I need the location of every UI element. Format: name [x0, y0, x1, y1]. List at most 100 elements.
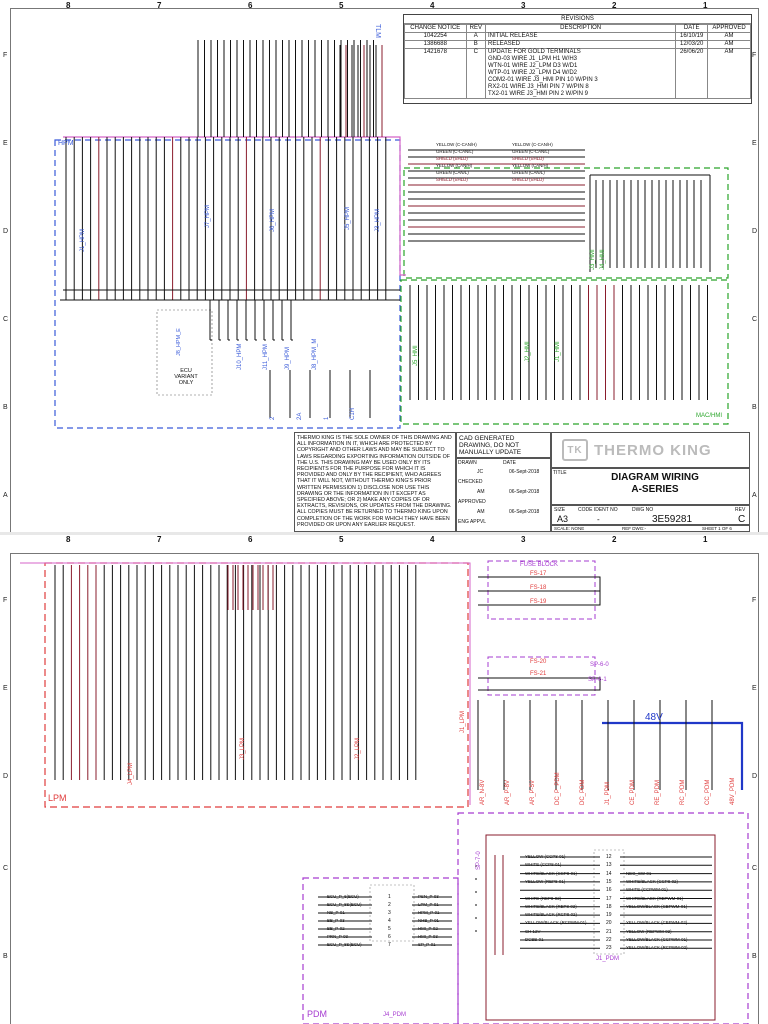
- row-marker: C: [752, 316, 758, 323]
- dwg-cell: SIZE A3 CODE IDENT NO - DWG NO 3E59281 R…: [551, 505, 750, 525]
- j1-wire-left: CH 12V: [525, 928, 541, 934]
- bus-wire-label: SHIELD (SHLD): [512, 177, 544, 182]
- j1-wire-right: WHITE/BLACK (CCP8-02): [626, 878, 678, 884]
- mac-upper-region-outline: [403, 167, 729, 279]
- rev-cell: 16/10/19: [675, 32, 709, 41]
- j4-pin: 5: [388, 926, 391, 932]
- j4-wire-right: NHB_P-01: [418, 918, 439, 923]
- j4-pin: 7: [388, 942, 391, 948]
- zone-marker: 6: [248, 1, 253, 10]
- j1-pin: 16: [606, 887, 612, 894]
- j4-pin: 4: [388, 918, 391, 924]
- row-marker: D: [752, 228, 758, 235]
- lpm-region-outline: [44, 562, 469, 808]
- hpm-label: HPM: [58, 140, 74, 147]
- logo-cell: [551, 432, 750, 468]
- lpm-connector-label: J4_LPM: [128, 762, 134, 785]
- lpm-connector-label: J3_LPM: [240, 737, 246, 760]
- j1-wire-left: WHITE/BLACK (REP8-02): [525, 903, 577, 909]
- rev-header: DATE: [675, 24, 709, 33]
- j1-pin: 23: [606, 945, 612, 952]
- sheet-number: SHEET 1 OF 6: [702, 526, 732, 531]
- rev-cell: INITIAL RELEASE: [484, 32, 677, 41]
- lpm-label: LPM: [48, 793, 67, 803]
- j4-pin: 3: [388, 910, 391, 916]
- pdm-region-outline: [457, 812, 749, 1024]
- j1-pin: 13: [606, 862, 612, 869]
- j1-pin: 22: [606, 937, 612, 943]
- j4-pin: 6: [388, 934, 391, 940]
- j1-wire-left: WHITE/BLACK (CCP8-01): [525, 870, 577, 876]
- hpm-connector-label: J11_HPM: [263, 344, 269, 370]
- j4-wire-right: SP_P-01: [418, 942, 436, 947]
- row-marker: B: [752, 953, 757, 960]
- aux-connector-label: DC_P_PDM: [555, 772, 561, 805]
- j4-wire-left: ECU_P_6(ECU): [327, 894, 359, 899]
- row-marker: D: [3, 228, 9, 235]
- eng-appvl-label: ENG APPVL: [458, 519, 487, 525]
- j1-pin: 20: [606, 920, 612, 927]
- bus-wire-label: YELLOW (CAN/H): [436, 163, 473, 168]
- j4-wire-right: HMI_P-03: [418, 934, 438, 939]
- hpm-connector-label: J3_HPM: [375, 208, 381, 232]
- approved-date: 06-Sept-2018: [509, 509, 540, 515]
- rev-cell: RELEASED: [484, 40, 677, 49]
- row-marker: F: [3, 597, 8, 604]
- j1-wire-left: WHITE (REP8-02): [525, 895, 562, 901]
- bus-wire-label: SHIELD (SHLD): [512, 156, 544, 161]
- code-label: CODE IDENT NO: [578, 507, 618, 513]
- hpm-connector-label: J9_HPM: [285, 346, 291, 370]
- row-marker: D: [3, 773, 9, 780]
- hpm-connector-label: 2: [270, 416, 276, 420]
- row-marker: F: [752, 52, 757, 59]
- hpm-connector-label: J8_HPM_M: [312, 338, 318, 370]
- drawing-title-line1: DIAGRAM WIRING: [611, 472, 699, 483]
- rev-cell: 1386688: [404, 40, 467, 49]
- j1-wire-left: DCBB-01: [525, 937, 544, 942]
- j1-wire-left: WHITE/BLACK (RCP8-02): [525, 912, 577, 918]
- row-marker: B: [3, 404, 8, 411]
- rev-cell: 1421678: [404, 48, 467, 99]
- approvals-block: DRAWN DATE JC 06-Sept-2018 CHECKED AM 06…: [456, 458, 551, 532]
- rev-header: REV: [465, 24, 487, 33]
- j1-pin: 12: [606, 854, 612, 860]
- bus-wire-label: YELLOW (C-CAN/H): [436, 142, 477, 147]
- rev-cell: AM: [707, 40, 751, 49]
- dwg-label: DWG NO: [632, 507, 654, 513]
- tlm-label: TLM: [374, 24, 381, 38]
- zone-marker: 8: [66, 535, 71, 544]
- pdm-lower-outline: [302, 877, 459, 1024]
- j1-pin: 15: [606, 878, 612, 885]
- row-marker: B: [752, 404, 757, 411]
- row-marker: A: [752, 492, 757, 499]
- j1-wire-left: YELLOW (REP8-01): [525, 878, 566, 884]
- hmi-connector-label: J3_HMI: [590, 249, 596, 270]
- splice-label: SP-6-1: [588, 677, 607, 683]
- sheet-separator: [0, 532, 768, 535]
- bus-wire-label: GREEN (CAN/L): [512, 170, 545, 175]
- title-label: TITLE: [553, 470, 567, 476]
- v48-bus: [602, 721, 744, 790]
- logo-text: THERMO KING: [594, 441, 712, 459]
- approved-label: APPROVED: [458, 499, 486, 505]
- hpm-connector-label: 1: [324, 416, 330, 420]
- checked-by: AM: [477, 489, 485, 495]
- ecu-variant-label: ECU VARIANT ONLY: [174, 368, 198, 386]
- j4-wire-right: HPM_P-01: [418, 910, 440, 915]
- splice-label: SP-7-0: [476, 851, 482, 870]
- j4-wire-left: BB_P-02: [327, 926, 345, 931]
- j1-pin: 14: [606, 870, 612, 877]
- splice-label: SP-6-0: [590, 662, 609, 668]
- row-marker: C: [3, 865, 9, 872]
- aux-connector-label: RE_PDM: [655, 779, 661, 805]
- hpm-connector-label: J5_HPM: [345, 206, 351, 230]
- zone-marker: 2: [612, 1, 617, 10]
- aux-connector-label: AR_N-8V: [480, 779, 486, 805]
- bus-wire-label: YELLOW (CAN/H): [512, 163, 549, 168]
- dwg-number: 3E59281: [652, 514, 693, 525]
- j4-wire-left: NB_P-01: [327, 910, 345, 915]
- lpm-connector-label: J1_LPM: [460, 710, 466, 733]
- j4-wire-right: PSN_P-03: [418, 894, 439, 899]
- hpm-connector-label: J10_HPM: [237, 343, 243, 370]
